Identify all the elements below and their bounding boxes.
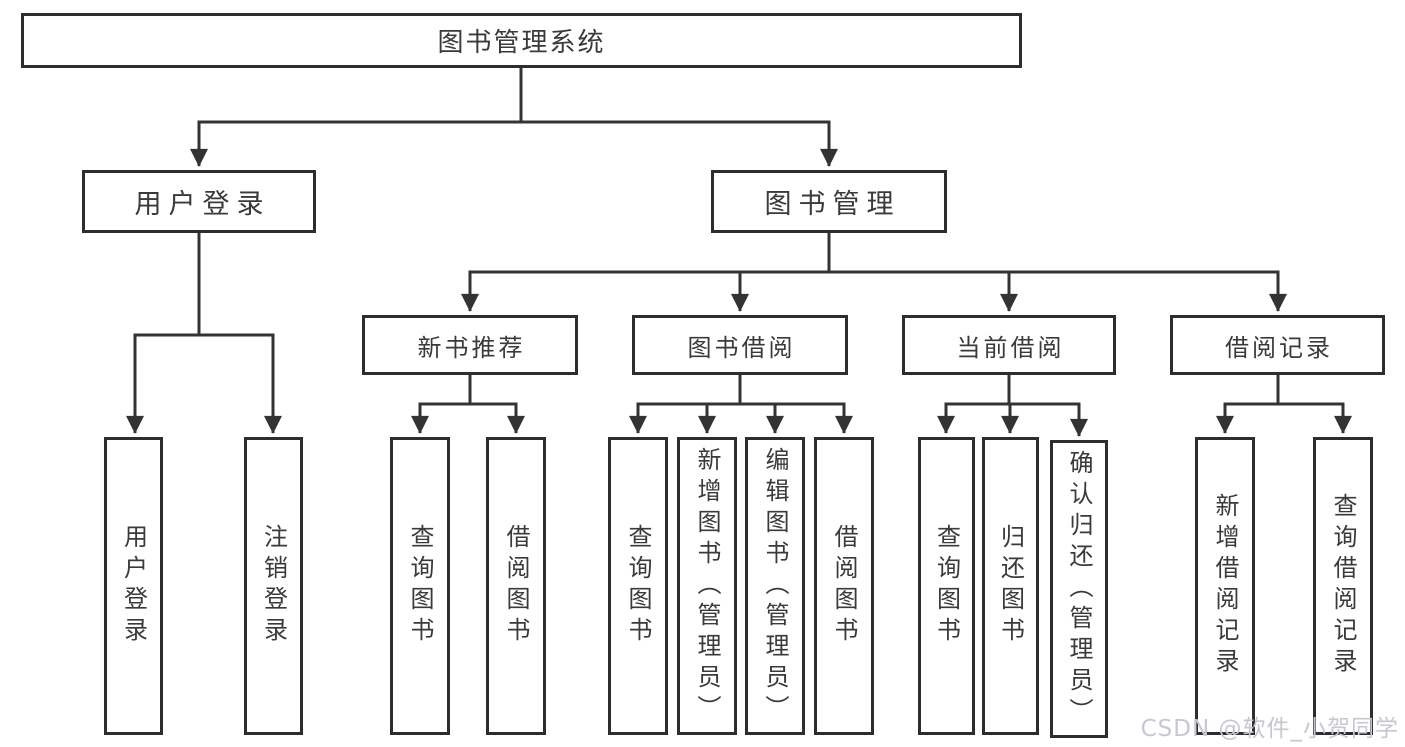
- node-br-add-record: 新增借阅记录: [1195, 437, 1255, 735]
- node-label: 图书管理: [764, 189, 901, 220]
- node-bb-add-books-admin: 新增图书（管理员）: [677, 437, 737, 735]
- node-label: 查询图书: [406, 524, 434, 648]
- node-label: 查询借阅记录: [1329, 493, 1357, 679]
- node-label: 新书推荐: [417, 333, 526, 362]
- node-label: 确认归还（管理员）: [1065, 449, 1093, 729]
- node-new-book-recommend: 新书推荐: [362, 315, 578, 375]
- node-label: 借阅图书: [830, 524, 858, 648]
- node-nbr-borrow-books: 借阅图书: [486, 437, 546, 735]
- tree-branch-segments: [133, 68, 1345, 406]
- node-cb-query-books: 查询图书: [918, 437, 975, 735]
- node-label: 用户登录: [119, 524, 148, 648]
- node-label: 新增借阅记录: [1211, 493, 1239, 679]
- node-label: 借阅图书: [502, 524, 530, 648]
- node-cb-return-books: 归还图书: [982, 437, 1039, 735]
- node-cb-confirm-return-admin: 确认归还（管理员）: [1050, 440, 1108, 738]
- node-user-login: 用户登录: [104, 437, 163, 735]
- node-label: 查询图书: [624, 524, 652, 648]
- node-bb-edit-books-admin: 编辑图书（管理员）: [745, 437, 805, 735]
- node-label: 当前借阅: [956, 333, 1065, 362]
- csdn-watermark: CSDN @软件_小贺同学: [1140, 716, 1399, 742]
- node-book-management: 图书管理: [711, 170, 947, 233]
- node-label: 归还图书: [996, 524, 1025, 648]
- node-library-system: 图书管理系统: [21, 13, 1022, 68]
- node-label: 借阅记录: [1225, 333, 1333, 362]
- node-label: 用户登录: [134, 189, 271, 220]
- node-label: 图书管理系统: [437, 28, 606, 58]
- node-label: 查询图书: [932, 524, 961, 648]
- node-label: 新增图书（管理员）: [693, 446, 721, 726]
- node-current-borrow: 当前借阅: [902, 315, 1116, 375]
- node-logout: 注销登录: [244, 437, 303, 735]
- node-book-borrow: 图书借阅: [632, 315, 848, 375]
- node-bb-borrow-books: 借阅图书: [814, 437, 874, 735]
- node-bb-query-books: 查询图书: [608, 437, 668, 735]
- node-label: 注销登录: [259, 524, 288, 648]
- node-label: 编辑图书（管理员）: [761, 446, 789, 726]
- node-br-query-record: 查询借阅记录: [1313, 437, 1373, 735]
- node-user-login-module: 用户登录: [82, 170, 316, 233]
- node-label: 图书借阅: [687, 333, 796, 362]
- node-nbr-query-books: 查询图书: [390, 437, 450, 735]
- node-borrow-records: 借阅记录: [1170, 315, 1385, 375]
